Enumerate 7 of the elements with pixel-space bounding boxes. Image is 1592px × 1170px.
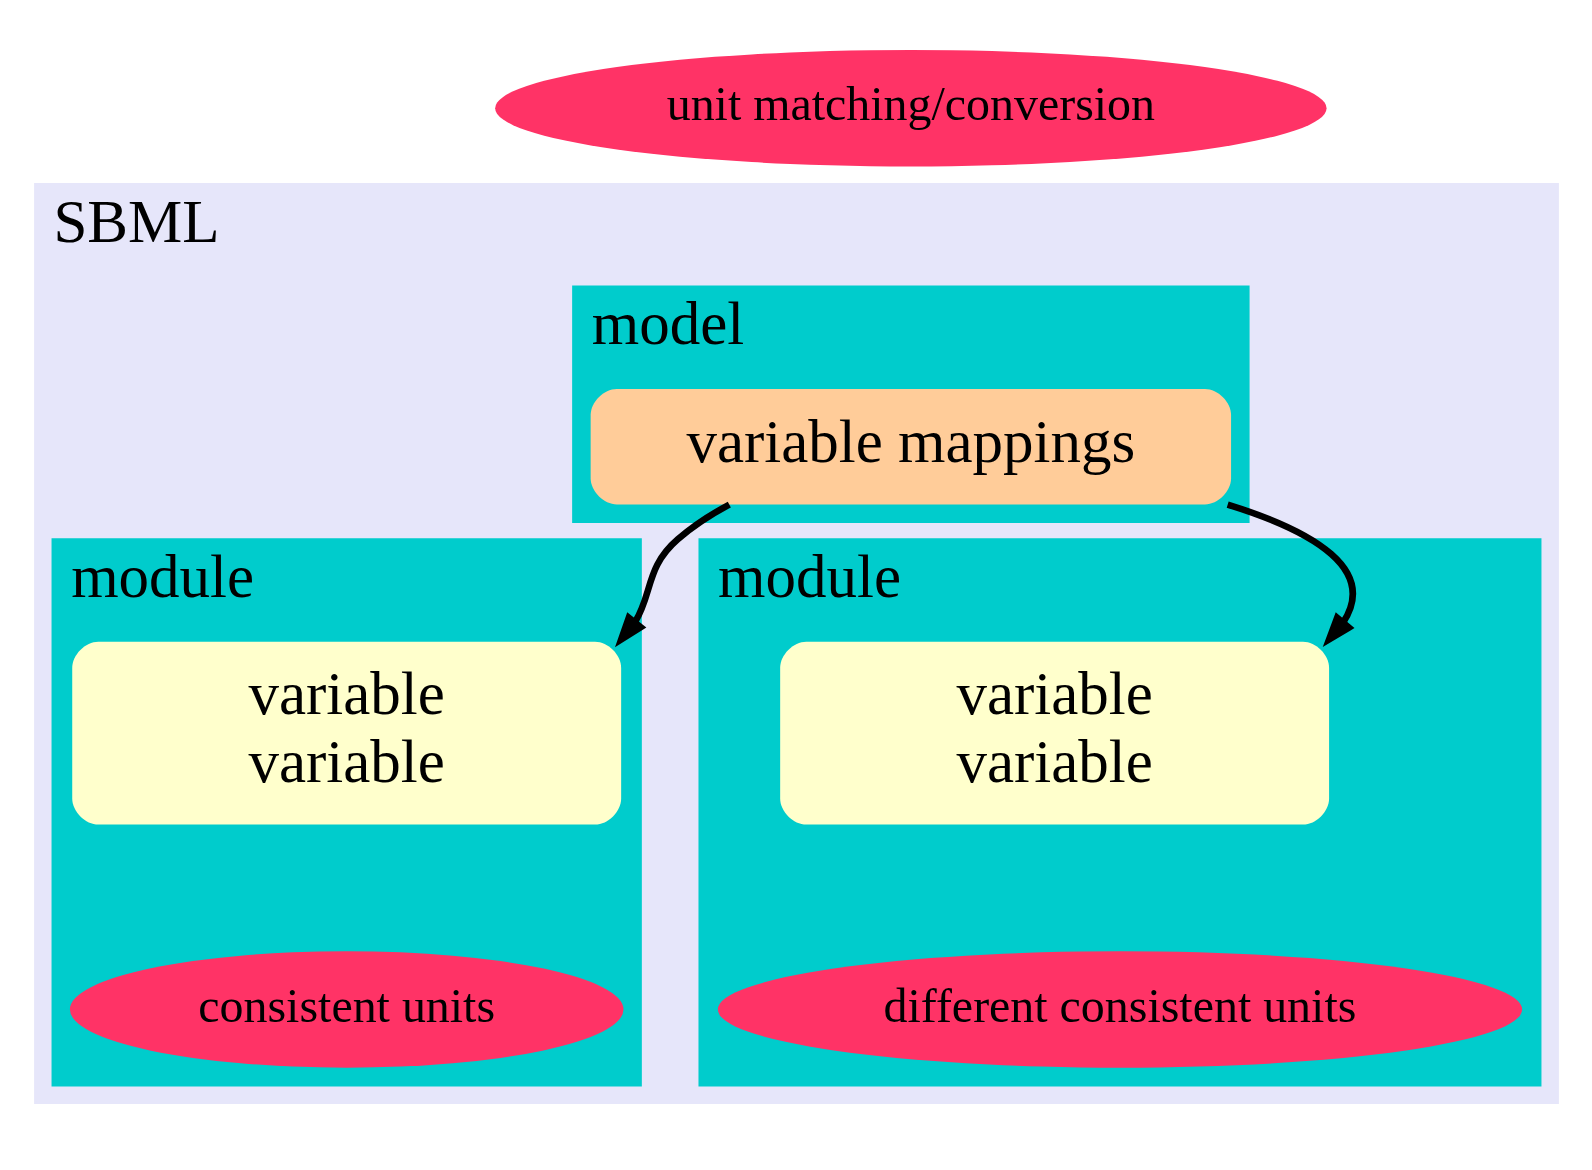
node-box: variable variable [71, 641, 621, 825]
node-ellipse: consistent units [69, 951, 623, 1068]
node-ellipse: unit matching/conversion [494, 50, 1327, 167]
node-ellipse: different consistent units [717, 951, 1522, 1068]
node-box: variable mappings [590, 388, 1231, 505]
arrow [614, 501, 731, 648]
node-box: variable variable [779, 641, 1329, 825]
